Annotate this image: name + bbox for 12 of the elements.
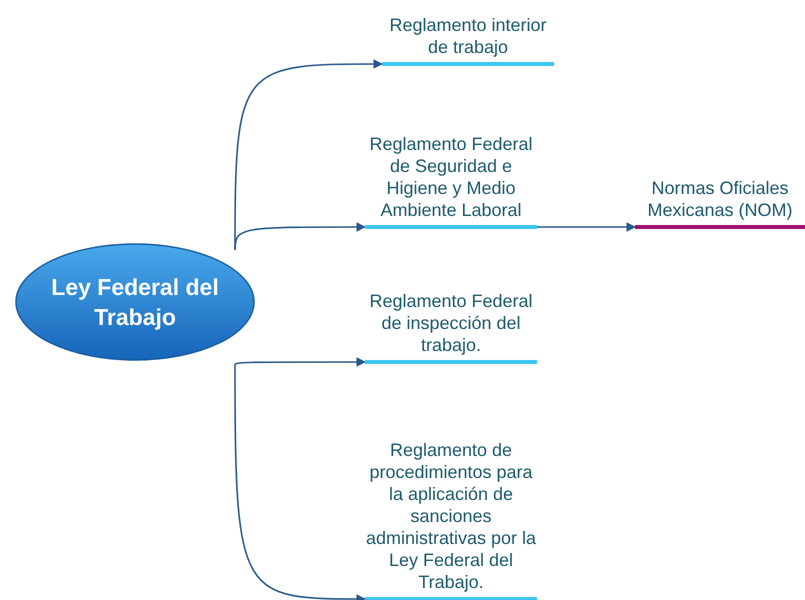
connector-arrow [537, 222, 636, 232]
subtopic-text: Reglamento interior de trabajo [388, 14, 548, 58]
subtopic-text: Reglamento Federal de inspección del trabajo. [368, 290, 534, 356]
topic-text: Ley Federal del Trabajo [50, 273, 220, 332]
subtopic-text: Reglamento de procedimientos para la aplicación de sanciones administrativas por la Ley Federal del Trabajo. [365, 439, 537, 593]
connector-arrow [234, 59, 383, 250]
topic-ellipse [15, 243, 255, 361]
subtopic-text: Reglamento Federal de Seguridad e Higiene y Medio Ambiente Laboral [368, 133, 534, 221]
subtopic-text: Normas Oficiales Mexicanas (NOM) [646, 177, 794, 221]
connector-arrow [234, 365, 366, 600]
connector-arrow [234, 222, 366, 250]
connector-arrow [234, 357, 366, 367]
